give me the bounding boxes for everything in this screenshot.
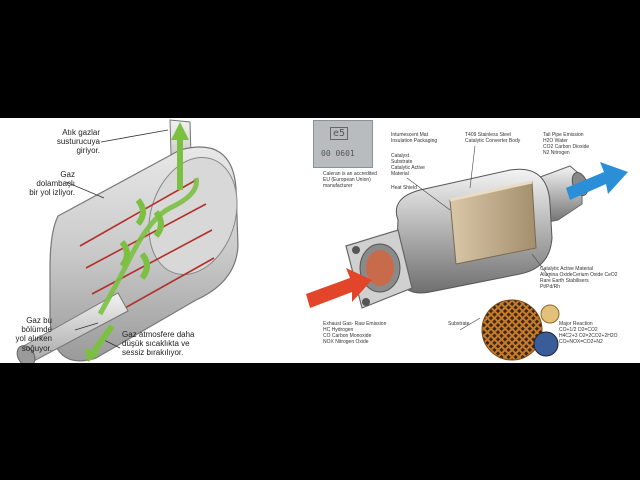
- label-gas-released: Gaz atmosfere daha düşük sıcaklıkta ve s…: [122, 330, 195, 358]
- label-catalyst: Catalyst Substrate Catalytic Active Mate…: [391, 153, 425, 177]
- flow-arrowhead-inlet: [84, 348, 100, 362]
- label-gas-cools: Gaz bu bölümde yol alırken soğuyor.: [15, 316, 52, 353]
- stamp-code: 00 0601: [321, 149, 355, 158]
- flow-swirl-arrow: [135, 198, 146, 226]
- gas-flow-arrows: [84, 122, 199, 362]
- flow-path-zigzag: [97, 177, 199, 316]
- label-exhaust-gas: Exhaust Gas- Raw Emission HC Hydrogen CO…: [323, 321, 387, 345]
- label-intumescent-mat: Intumescent Mat Insulation Packaging: [391, 132, 438, 144]
- diagram-stage: Atık gazlar susturucuya giriyor. Gaz dol…: [0, 118, 640, 363]
- label-major-reaction: Major Reaction CO+1/2 O2=CO2 H4C2+3 O2=2…: [559, 321, 618, 345]
- label-tailpipe-emission: Tail Pipe Emission H2O Water CO2 Carbon …: [543, 132, 590, 156]
- label-winding-path: Gaz dolambaçlı bir yol izliyor.: [29, 170, 75, 198]
- label-eu-manufacturer: Caleran is an accredited EU (European Un…: [323, 171, 377, 189]
- label-heat-shield: Heat Shield: [391, 185, 417, 191]
- flow-swirl-arrow: [119, 240, 130, 268]
- label-gas-enters: Atık gazlar susturucuya giriyor.: [56, 128, 100, 156]
- flow-swirl-arrow: [153, 210, 164, 238]
- flow-swirl-arrow: [139, 252, 150, 280]
- eu-stamp: e5 00 0601: [313, 120, 373, 168]
- intake-arrow: [306, 268, 372, 308]
- label-active-material: Catalytic Active Material Alumina OxideC…: [540, 266, 618, 290]
- converter-flow-arrows: [306, 162, 628, 308]
- outlet-arrow: [566, 162, 628, 200]
- converter-illustration: [345, 145, 589, 361]
- flow-arrow-inlet: [89, 324, 115, 356]
- stamp-symbol: e5: [330, 127, 349, 140]
- flow-arrowhead-outlet: [171, 122, 189, 140]
- label-converter-body: T409 Stainless Steel Catalytic Converter…: [465, 132, 521, 144]
- label-substrate: Substrate: [448, 321, 470, 327]
